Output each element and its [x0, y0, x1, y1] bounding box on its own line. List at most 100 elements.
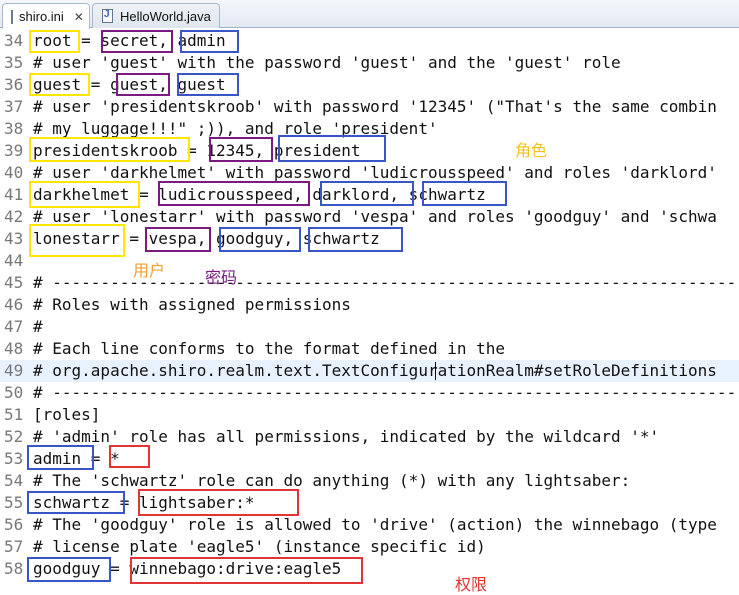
- line-text: admin = *: [33, 449, 120, 468]
- role-box: [422, 181, 507, 206]
- permission-box: [130, 557, 363, 584]
- line-text: # 'admin' role has all permissions, indi…: [33, 427, 660, 446]
- permission-note: 权限: [455, 575, 488, 594]
- line-number: 57: [4, 537, 24, 556]
- role-box: [177, 73, 239, 96]
- code-line[interactable]: 54 # The 'schwartz' role can do anything …: [0, 470, 739, 492]
- role-box: [308, 227, 403, 252]
- line-number: 34: [4, 31, 24, 50]
- line-text: # Each line conforms to the format defin…: [33, 339, 506, 358]
- line-text: goodguy = winnebago:drive:eagle5: [33, 559, 342, 578]
- line-number: 58: [4, 559, 24, 578]
- line-text: # my luggage!!!" ;)), and role 'presiden…: [33, 119, 438, 138]
- permission-box: [138, 489, 299, 516]
- code-line[interactable]: 37 # user 'presidentskroob' with password…: [0, 96, 739, 118]
- code-line[interactable]: 39 presidentskroob = 12345, president: [0, 140, 739, 162]
- code-line[interactable]: 49 # org.apache.shiro.realm.text.TextConf…: [0, 360, 739, 382]
- line-number: 38: [4, 119, 24, 138]
- role-box: [27, 445, 94, 470]
- code-line[interactable]: 35 # user 'guest' with the password 'gues…: [0, 52, 739, 74]
- code-line[interactable]: 40 # user 'darkhelmet' with password 'lud…: [0, 162, 739, 184]
- line-number: 45: [4, 273, 24, 292]
- user-note: 用户: [133, 261, 166, 280]
- line-text: # user 'guest' with the password 'guest'…: [33, 53, 621, 72]
- line-text: # user 'darkhelmet' with password 'ludic…: [33, 163, 717, 182]
- user-box: [29, 181, 140, 208]
- line-number: 39: [4, 141, 24, 160]
- tab-label: shiro.ini: [19, 9, 64, 24]
- user-box: [29, 137, 190, 162]
- line-text: # Roles with assigned permissions: [33, 295, 351, 314]
- tab-shiro-ini[interactable]: shiro.ini ✕: [2, 3, 90, 29]
- line-number: 50: [4, 383, 24, 402]
- line-number: 51: [4, 405, 24, 424]
- code-line[interactable]: 53 admin = *: [0, 448, 739, 470]
- line-number: 53: [4, 449, 24, 468]
- password-box: [101, 30, 173, 53]
- line-number-gutter: [0, 29, 31, 594]
- line-text: root = secret, admin: [33, 31, 226, 50]
- line-number: 40: [4, 163, 24, 182]
- role-box: [27, 557, 111, 582]
- line-number: 55: [4, 493, 24, 512]
- code-line[interactable]: 47 #: [0, 316, 739, 338]
- line-number: 52: [4, 427, 24, 446]
- line-number: 43: [4, 229, 24, 248]
- code-line[interactable]: 56# The 'goodguy' role is allowed to 'dr…: [0, 514, 739, 536]
- role-note: 角色: [515, 141, 548, 160]
- line-text: # user 'lonestarr' with password 'vespa'…: [33, 207, 717, 226]
- line-number: 42: [4, 207, 24, 226]
- line-number: 41: [4, 185, 24, 204]
- line-text: [roles]: [33, 405, 101, 424]
- line-text: #: [33, 317, 43, 336]
- line-number: 37: [4, 97, 24, 116]
- line-text: presidentskroob = 12345, president: [33, 141, 361, 160]
- role-box: [320, 181, 414, 206]
- editor-tab-bar: shiro.ini ✕ HelloWorld.java: [0, 0, 739, 29]
- code-line[interactable]: 51 [roles]: [0, 404, 739, 426]
- line-number: 56: [4, 515, 24, 534]
- code-line[interactable]: 45# ------------------------------------…: [0, 272, 739, 294]
- role-box: [180, 30, 239, 53]
- close-icon[interactable]: ✕: [73, 9, 84, 24]
- line-text: # user 'presidentskroob' with password '…: [33, 97, 717, 116]
- ini-file-icon: [11, 9, 13, 24]
- code-line[interactable]: 48 # Each line conforms to the format def…: [0, 338, 739, 360]
- password-box: [209, 137, 273, 162]
- line-number: 47: [4, 317, 24, 336]
- line-text: schwartz = lightsaber:*: [33, 493, 255, 512]
- code-line[interactable]: 42 # user 'lonestarr' with password 'vesp…: [0, 206, 739, 228]
- line-text: darkhelmet = ludicrousspeed, darklord, s…: [33, 185, 486, 204]
- role-box: [278, 135, 386, 162]
- line-text: # license plate 'eagle5' (instance speci…: [33, 537, 486, 556]
- tab-helloworld-java[interactable]: HelloWorld.java: [92, 3, 220, 28]
- line-text: guest = guest, guest: [33, 75, 226, 94]
- code-editor[interactable]: 34 root = secret, admin 35 # user 'guest' w…: [0, 29, 739, 594]
- line-number: 54: [4, 471, 24, 490]
- role-box: [219, 227, 301, 252]
- line-number: 35: [4, 53, 24, 72]
- code-line[interactable]: 46# Roles with assigned permissions: [0, 294, 739, 316]
- code-line[interactable]: 38 # my luggage!!!" ;)), and role 'presid…: [0, 118, 739, 140]
- code-line[interactable]: 58 goodguy = winnebago:drive:eagle5: [0, 558, 739, 580]
- line-number: 48: [4, 339, 24, 358]
- code-line[interactable]: 50# ------------------------------------…: [0, 382, 739, 404]
- permission-box: [109, 445, 150, 468]
- line-text: # The 'schwartz' role can do anything (*…: [33, 471, 631, 490]
- user-box: [29, 73, 90, 96]
- password-note: 密码: [205, 268, 238, 287]
- role-box: [27, 491, 125, 514]
- password-box: [158, 181, 310, 206]
- password-box: [116, 73, 170, 96]
- code-line[interactable]: 55 schwartz = lightsaber:*: [0, 492, 739, 514]
- code-line[interactable]: 52 # 'admin' role has all permissions, in…: [0, 426, 739, 448]
- code-line[interactable]: 57 # license plate 'eagle5' (instance spe…: [0, 536, 739, 558]
- line-number: 49: [4, 361, 24, 380]
- code-line[interactable]: 41 darkhelmet = ludicrousspeed, darklord,…: [0, 184, 739, 206]
- code-line[interactable]: 44: [0, 250, 739, 272]
- line-text: # org.apache.shiro.realm.text.TextConfig…: [33, 361, 717, 380]
- user-box: [29, 224, 125, 257]
- code-line[interactable]: 34 root = secret, admin: [0, 30, 739, 52]
